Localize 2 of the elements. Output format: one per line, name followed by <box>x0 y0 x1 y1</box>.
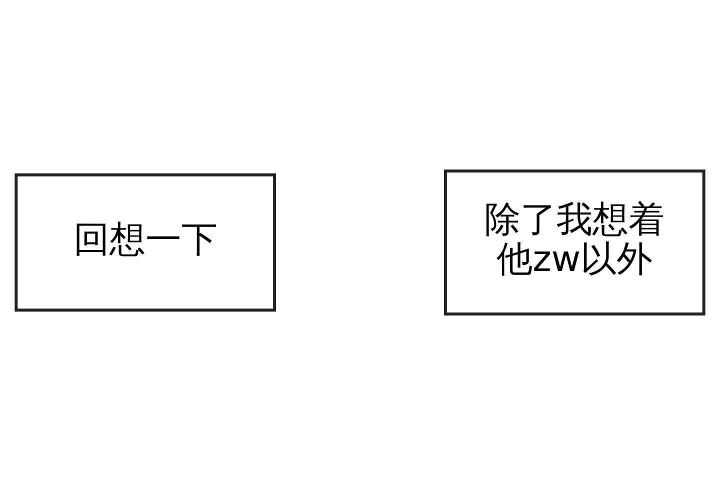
node-box: 除了我想着他zw以外 <box>444 169 706 316</box>
node-box: 回想一下 <box>14 173 276 312</box>
